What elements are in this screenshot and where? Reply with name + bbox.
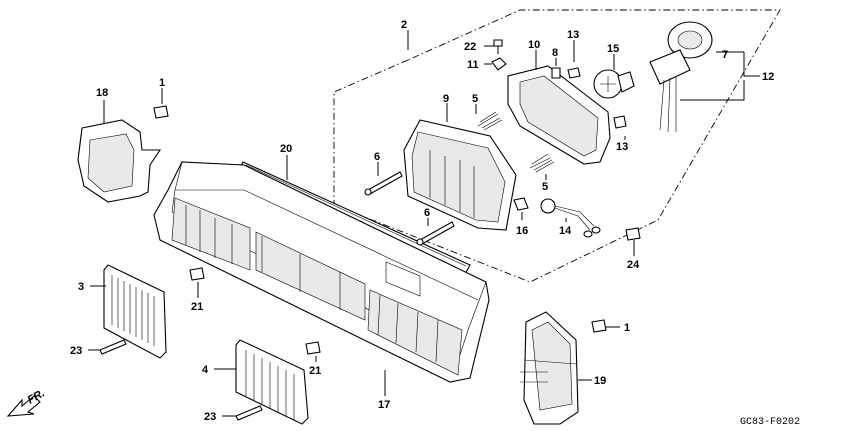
callout-labels: 1 2 3 4 5 5 6 6 7 8 9 10 11 12 13 13 14 … bbox=[70, 19, 774, 423]
callout-14: 14 bbox=[559, 225, 572, 237]
part-5-spring-lower bbox=[529, 153, 555, 180]
front-indicator: FR. bbox=[26, 387, 47, 406]
callout-17: 17 bbox=[378, 399, 390, 411]
headlight-assembly-boundary bbox=[333, 9, 781, 283]
callout-16: 16 bbox=[516, 225, 528, 237]
callout-13-upper: 13 bbox=[567, 29, 579, 41]
part-23-screw-left bbox=[88, 339, 127, 355]
leader-lines bbox=[407, 30, 760, 140]
callout-20: 20 bbox=[280, 143, 292, 155]
part-15-bulb bbox=[593, 54, 635, 99]
callout-15: 15 bbox=[607, 43, 619, 55]
callout-5-upper: 5 bbox=[472, 93, 478, 105]
diagram-code: GC83-F0202 bbox=[740, 417, 800, 428]
part-1-bolt-upper bbox=[153, 88, 169, 119]
part-18-left-cover bbox=[77, 100, 162, 203]
part-13-grommet-upper bbox=[567, 67, 581, 79]
part-6-screw-upper bbox=[364, 162, 403, 196]
part-24-bolt bbox=[625, 227, 641, 256]
callout-24: 24 bbox=[627, 259, 640, 271]
part-21-bolt-left bbox=[189, 267, 205, 298]
part-1-bolt-lower bbox=[591, 319, 620, 333]
callout-13-lower: 13 bbox=[616, 141, 628, 153]
callout-23-left: 23 bbox=[70, 345, 82, 357]
part-9-headlight-lens bbox=[403, 103, 517, 231]
callout-7: 7 bbox=[722, 49, 728, 61]
part-11-nut bbox=[491, 57, 507, 71]
part-16-position-bulb bbox=[513, 197, 529, 220]
callout-23-right: 23 bbox=[204, 411, 216, 423]
callout-18: 18 bbox=[96, 87, 108, 99]
callout-5-lower: 5 bbox=[542, 181, 548, 193]
callout-10: 10 bbox=[528, 39, 540, 51]
part-19-right-cover bbox=[520, 311, 592, 425]
callout-21-left: 21 bbox=[191, 301, 203, 313]
callout-11: 11 bbox=[467, 59, 479, 71]
part-3-left-grille bbox=[90, 264, 167, 359]
callout-2: 2 bbox=[401, 19, 407, 31]
part-5-spring-upper bbox=[475, 104, 503, 131]
callout-4: 4 bbox=[202, 364, 209, 376]
callout-9: 9 bbox=[443, 93, 449, 105]
part-10-headlight-frame bbox=[507, 50, 611, 165]
part-23-screw-right bbox=[222, 405, 263, 421]
part-21-bolt-right bbox=[305, 341, 321, 362]
callout-21-right: 21 bbox=[309, 365, 321, 377]
callout-12: 12 bbox=[762, 71, 774, 83]
part-14-socket-wires bbox=[540, 198, 601, 238]
callout-8: 8 bbox=[552, 47, 558, 59]
callout-6-upper: 6 bbox=[374, 151, 380, 163]
part-6-screw-lower bbox=[416, 218, 455, 246]
callout-3: 3 bbox=[78, 281, 84, 293]
callout-19: 19 bbox=[594, 375, 606, 387]
part-8-clip bbox=[551, 67, 561, 79]
part-22-bolt bbox=[493, 39, 503, 54]
callout-6-lower: 6 bbox=[424, 207, 430, 219]
callout-22: 22 bbox=[464, 41, 476, 53]
part-7-socket bbox=[649, 21, 744, 133]
part-17-front-housing bbox=[153, 161, 490, 396]
front-arrow-icon bbox=[6, 395, 41, 417]
part-4-right-grille bbox=[214, 339, 309, 425]
callout-1-upper: 1 bbox=[159, 77, 165, 89]
part-13-grommet-lower bbox=[613, 115, 627, 129]
callout-1-lower: 1 bbox=[624, 322, 630, 334]
